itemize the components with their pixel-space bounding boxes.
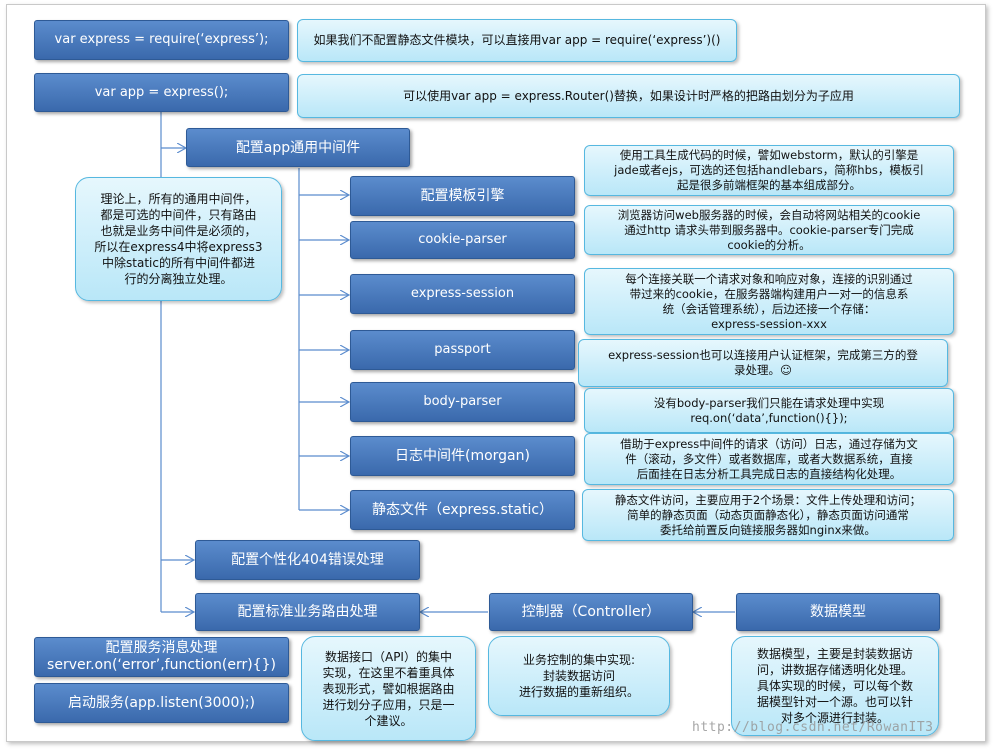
box-static: 静态文件（express.static） [350,490,575,530]
box-route: 配置标准业务路由处理 [195,593,420,631]
note-passport: express-session也可以连接用户认证框架，完成第三方的登 录处理。☺ [578,339,948,387]
box-require: var express = require(‘express’); [34,20,289,60]
note-express-session: 每个连接关联一个请求对象和响应对象，连接的识别通过 带过来的cookie，在服务… [584,268,954,335]
box-morgan-log: 日志中间件(morgan) [350,436,575,476]
box-body-parser: body-parser [350,382,575,422]
box-controller: 控制器（Controller） [489,593,693,631]
note-model: 数据模型，主要是封装数据访 问，讲数据存储透明化处理。 具体实现的时候，可以每个… [731,636,939,736]
note-controller: 业务控制的集中实现: 封装数据访问 进行数据的重新组织。 [488,636,670,716]
box-listen: 启动服务(app.listen(3000);) [34,683,289,723]
note-app: 可以使用var app = express.Router()替换，如果设计时严格… [297,74,960,118]
note-require: 如果我们不配置静态文件模块，可以直接用var app = require(‘ex… [297,19,737,62]
note-static: 静态文件访问，主要应用于2个场景：文件上传处理和访问； 简单的静态页面（动态页面… [582,489,954,541]
note-template-engine: 使用工具生成代码的时候，譬如webstorm，默认的引擎是 jade或者ejs，… [584,145,954,196]
watermark-text: http://blog.csdn.net/RowanIT3 [692,720,934,735]
box-404: 配置个性化404错误处理 [195,540,420,580]
note-morgan-log: 借助于express中间件的请求（访问）日志，通过存储为文 件（滚动，多文件）或… [584,433,954,485]
box-express-session: express-session [350,274,575,314]
box-general-middleware: 配置app通用中间件 [186,128,410,167]
note-cookie-parser: 浏览器访问web服务器的时候，会自动将网站相关的cookie 通过http 请求… [584,205,954,255]
note-body-parser: 没有body-parser我们只能在请求处理中实现 req.on(‘data’,… [584,388,954,433]
note-general-middleware: 理论上，所有的通用中间件， 都是可选的中间件，只有路由 也就是业务中间件是必须的… [75,177,282,301]
box-passport: passport [350,330,575,370]
box-server-message: 配置服务消息处理 server.on(‘error’,function(err)… [34,637,289,677]
box-model: 数据模型 [736,593,940,631]
box-cookie-parser: cookie-parser [350,221,575,259]
box-template-engine: 配置模板引擎 [350,176,575,216]
box-app: var app = express(); [34,73,289,112]
note-route: 数据接口（API）的集中 实现，在这里不着重具体 表现形式，譬如根据路由 进行划… [301,636,476,741]
